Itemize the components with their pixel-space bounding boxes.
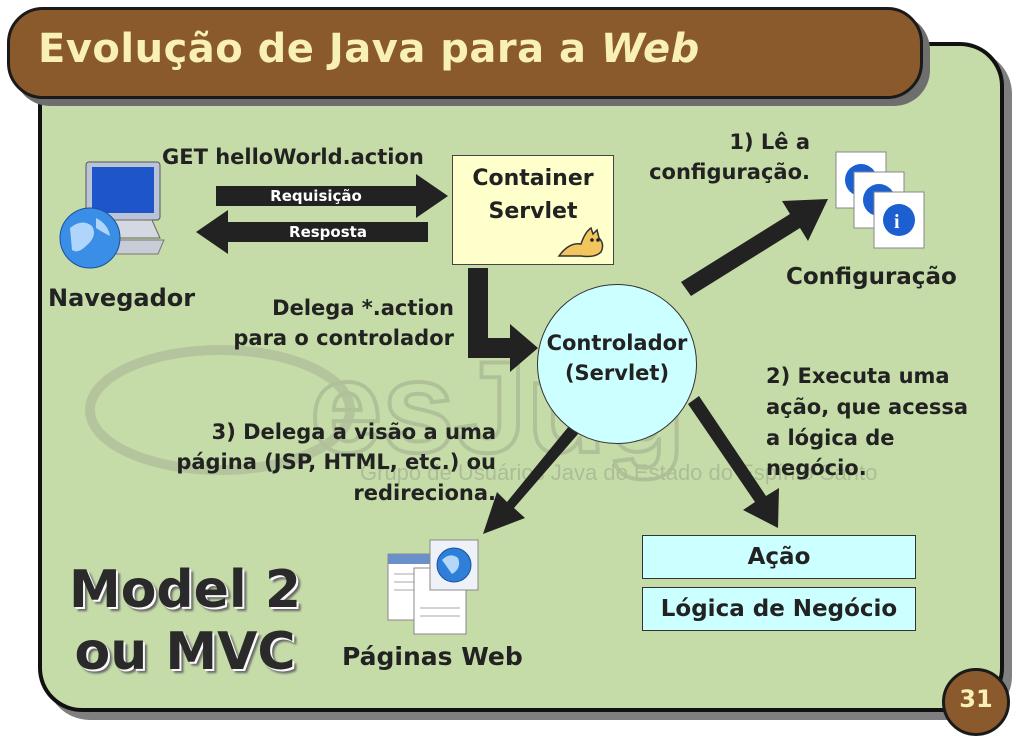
slide-title: Evolução de Java para a Web (38, 26, 700, 72)
page-number-badge: 31 (942, 668, 1010, 736)
controller-circle: Controlador (Servlet) (537, 284, 697, 444)
container-servlet-box: Container Servlet (452, 155, 614, 265)
delegate-line2: para o controlador (233, 326, 454, 350)
container-line1: Container (472, 166, 594, 191)
step3-line2: página (JSP, HTML, etc.) ou (176, 450, 496, 474)
action-box: Ação (642, 535, 916, 579)
config-info-icon: i i i (835, 151, 925, 249)
web-pages-icon (387, 539, 479, 635)
tomcat-icon (557, 226, 604, 258)
config-arrow (681, 199, 828, 296)
request-text: GET helloWorld.action (162, 145, 424, 169)
step2-line2: ação, que acessa (766, 395, 969, 419)
request-arrow (216, 174, 448, 218)
business-logic-box: Lógica de Negócio (642, 587, 916, 631)
pages-arrow (483, 426, 578, 534)
action-arrow (688, 396, 779, 528)
response-arrow-label: Resposta (289, 223, 367, 241)
computer-globe-icon (59, 161, 165, 269)
step2-line1: 2) Executa uma (766, 364, 950, 388)
model-line1: Model 2 (68, 560, 302, 620)
browser-label: Navegador (48, 284, 196, 312)
container-line2: Servlet (488, 199, 578, 224)
step1-line1: 1) Lê a (729, 130, 810, 154)
delegate-line1: Delega *.action (272, 296, 454, 320)
request-arrow-label: Requisição (270, 187, 362, 205)
config-label: Configuração (786, 264, 957, 290)
step3-line3: redireciona. (353, 481, 496, 505)
delegate-arrow (468, 268, 538, 372)
web-pages-label: Páginas Web (342, 642, 523, 671)
model-line2: ou MVC (74, 622, 296, 682)
step1-line2: configuração. (649, 160, 810, 184)
step3-line1: 3) Delega a visão a uma (211, 420, 496, 444)
svg-text:i: i (894, 211, 900, 233)
page-number: 31 (959, 685, 993, 713)
response-arrow (196, 210, 428, 254)
controller-line2: (Servlet) (564, 361, 670, 385)
controller-line1: Controlador (546, 331, 688, 355)
step2-line4: negócio. (766, 456, 867, 480)
title-emphasis: Web (600, 26, 700, 72)
title-bar: Evolução de Java para a Web (7, 7, 923, 99)
flow-arrows (196, 174, 828, 534)
step2-line3: a lógica de (766, 426, 895, 450)
